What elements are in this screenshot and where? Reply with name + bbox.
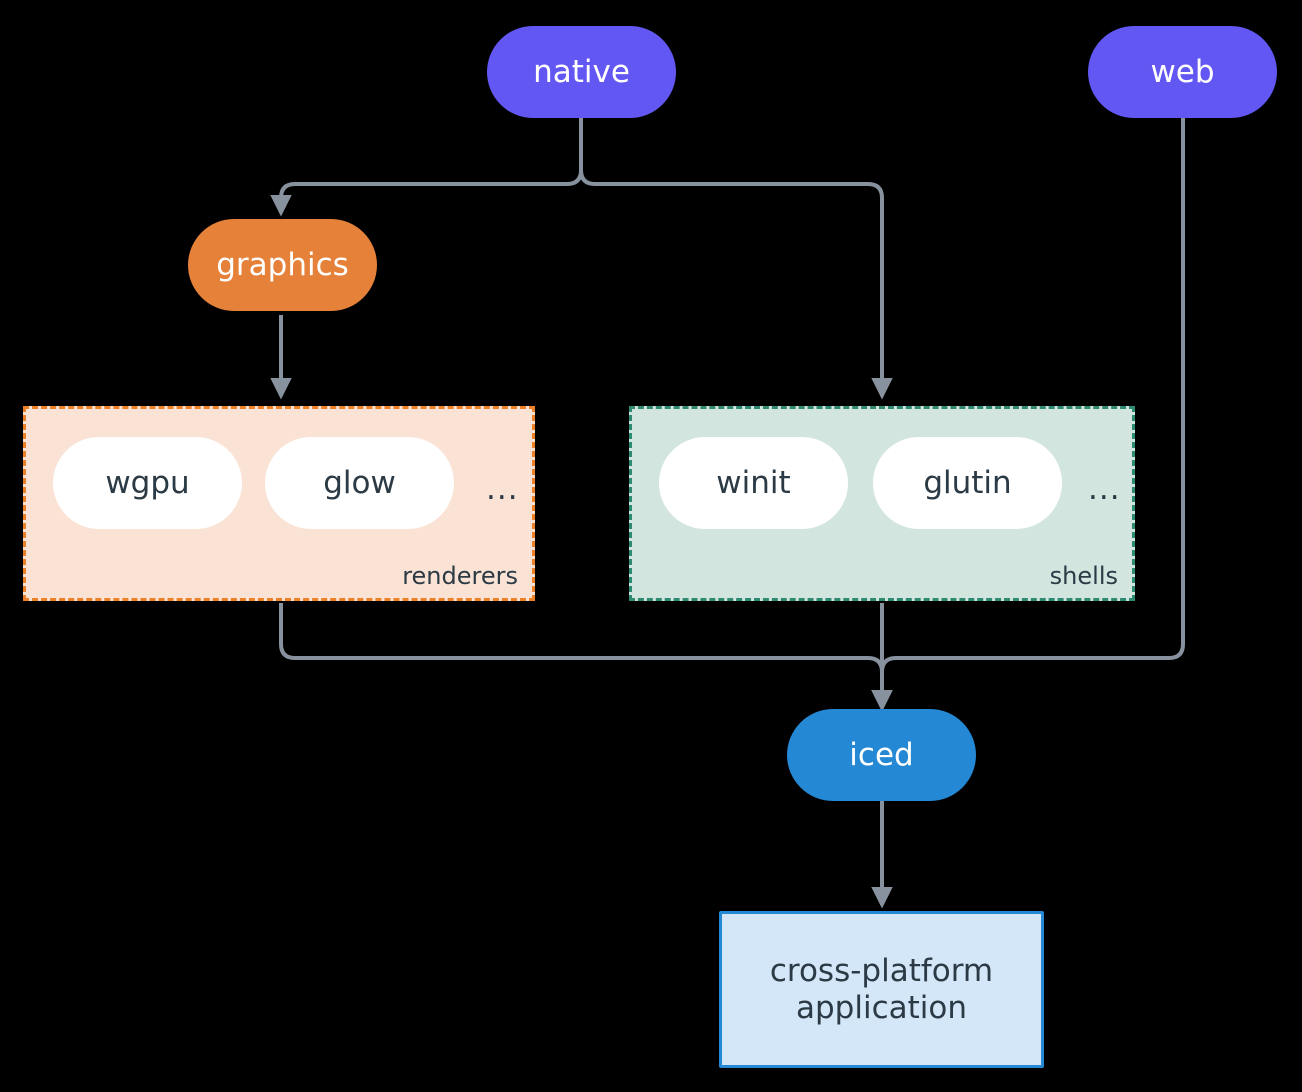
edge-web-to-iced: [871, 118, 1185, 712]
node-glutin[interactable]: glutin: [873, 437, 1062, 529]
node-native[interactable]: native: [487, 26, 676, 118]
group-shells-label: shells: [1049, 562, 1118, 590]
renderers-ellipsis: ...: [486, 471, 519, 507]
node-iced[interactable]: iced: [787, 709, 976, 801]
edge-native-to-graphics: [270, 118, 583, 217]
node-application-label-line2: application: [796, 989, 967, 1026]
group-shells: winit glutin ... shells: [629, 406, 1135, 601]
group-renderers-label: renderers: [402, 562, 518, 590]
node-winit-label: winit: [716, 464, 791, 501]
node-winit[interactable]: winit: [659, 437, 848, 529]
node-native-label: native: [533, 53, 630, 90]
node-wgpu[interactable]: wgpu: [53, 437, 242, 529]
node-web-label: web: [1150, 53, 1215, 90]
shells-ellipsis: ...: [1088, 471, 1121, 507]
edge-renderers-to-iced: [279, 603, 893, 712]
node-glutin-label: glutin: [923, 464, 1012, 501]
node-glow-label: glow: [323, 464, 396, 501]
node-application[interactable]: cross-platform application: [719, 911, 1044, 1068]
node-web[interactable]: web: [1088, 26, 1277, 118]
node-graphics-label: graphics: [216, 246, 349, 283]
group-renderers: wgpu glow ... renderers: [23, 406, 535, 601]
node-wgpu-label: wgpu: [105, 464, 190, 501]
node-application-label-line1: cross-platform: [769, 952, 994, 989]
node-iced-label: iced: [849, 736, 914, 773]
node-graphics[interactable]: graphics: [188, 219, 377, 311]
node-glow[interactable]: glow: [265, 437, 454, 529]
edge-native-to-shells: [579, 118, 893, 400]
